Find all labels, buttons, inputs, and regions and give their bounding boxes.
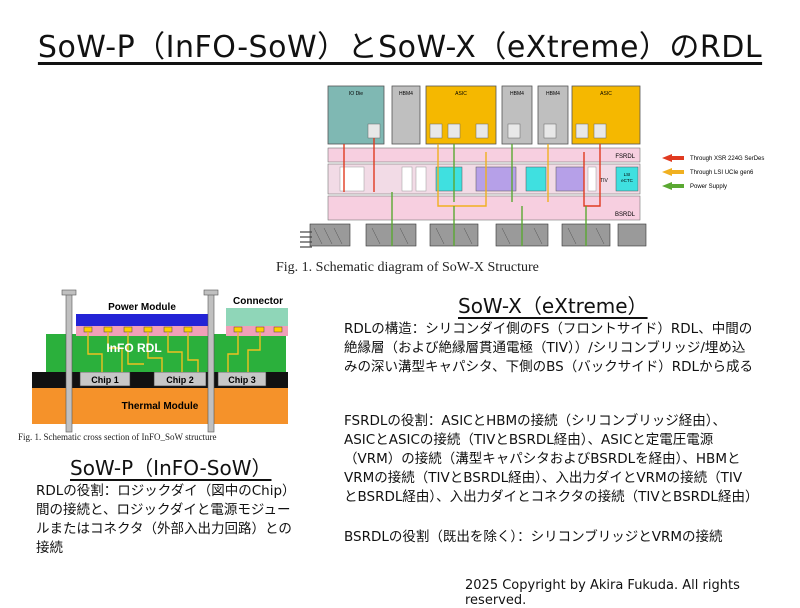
die-label-asic-1: ASIC xyxy=(455,91,467,97)
power-module-label: Power Module xyxy=(108,302,176,313)
die-hbm4-1 xyxy=(391,85,421,145)
sowx-diagram: IO Die HBM4 ASIC HBM4 HBM4 ASIC FSRDL TI… xyxy=(300,85,764,248)
connector-label: Connector xyxy=(233,296,283,307)
die-label-asic-2: ASIC xyxy=(600,91,612,97)
bsrdl-role-text: BSRDLの役割（既出を除く）：シリコンブリッジとVRMの接続 xyxy=(344,529,723,545)
sowx-figure-caption: Fig. 1. Schematic diagram of SoW-X Struc… xyxy=(276,260,539,275)
lsi-block xyxy=(615,166,639,192)
die-label-hbm4-3: HBM4 xyxy=(546,91,560,97)
legend-label-power: Power Supply xyxy=(690,184,727,190)
thermal-module xyxy=(32,388,288,424)
bridge-4 xyxy=(555,166,585,192)
die-label-hbm4-2: HBM4 xyxy=(510,91,524,97)
copyright: 2025 Copyright by Akira Fukuda. All righ… xyxy=(465,578,740,608)
sowp-diagram: Power Module Connector InFO RDL Chip 1 C… xyxy=(32,289,288,433)
bridge-3 xyxy=(525,166,547,192)
fsrdl-role-text: FSRDLの役割：ASICとHBMの接続（シリコンブリッジ経由）、ASICとAS… xyxy=(344,413,759,505)
die-label-io: IO Die xyxy=(349,91,363,97)
chip-2-label: Chip 2 xyxy=(166,375,194,385)
sowx-structure-text: RDLの構造：シリコンダイ側のFS（フロントサイド）RDL、中間の絶縁層（および… xyxy=(344,321,753,375)
legend-arrow-power xyxy=(662,182,684,190)
bsrdl-layer xyxy=(327,195,641,221)
info-rdl xyxy=(46,334,286,372)
tiv-label: TIV xyxy=(600,178,608,184)
legend-label-ucie: Through LSI UCIe gen6 xyxy=(690,170,754,176)
sowp-heading: SoW-P（InFO-SoW） xyxy=(70,456,272,480)
legend: Through XSR 224G SerDes Through LSI UCIe… xyxy=(662,154,764,190)
lsi-label: LSI xyxy=(624,172,631,177)
chip-3-label: Chip 3 xyxy=(228,375,256,385)
legend-label-serdes: Through XSR 224G SerDes xyxy=(690,156,764,162)
bridge-1 xyxy=(435,166,463,192)
legend-arrow-serdes xyxy=(662,154,684,162)
fsrdl-layer xyxy=(327,147,641,163)
sowp-role-text: RDLの役割：ロジックダイ（図中のChip）間の接続と、ロジックダイと電源モジュ… xyxy=(36,483,296,556)
die-label-hbm4-1: HBM4 xyxy=(399,91,413,97)
legend-arrow-ucie xyxy=(662,168,684,176)
fsrdl-label: FSRDL xyxy=(615,154,635,160)
power-module xyxy=(76,314,208,326)
page-title: SoW-P（InFO-SoW）とSoW-X（eXtreme）のRDL xyxy=(37,30,763,65)
chip-1-label: Chip 1 xyxy=(91,375,119,385)
info-rdl-label: InFO RDL xyxy=(106,341,161,355)
bsrdl-label: BSRDL xyxy=(615,212,636,218)
bridge-2 xyxy=(475,166,517,192)
thermal-module-label: Thermal Module xyxy=(122,401,199,412)
svg-text:eCTC: eCTC xyxy=(621,178,634,183)
sowx-heading: SoW-X（eXtreme） xyxy=(458,294,648,318)
sowp-figure-caption: Fig. 1. Schematic cross section of InFO_… xyxy=(18,432,217,442)
